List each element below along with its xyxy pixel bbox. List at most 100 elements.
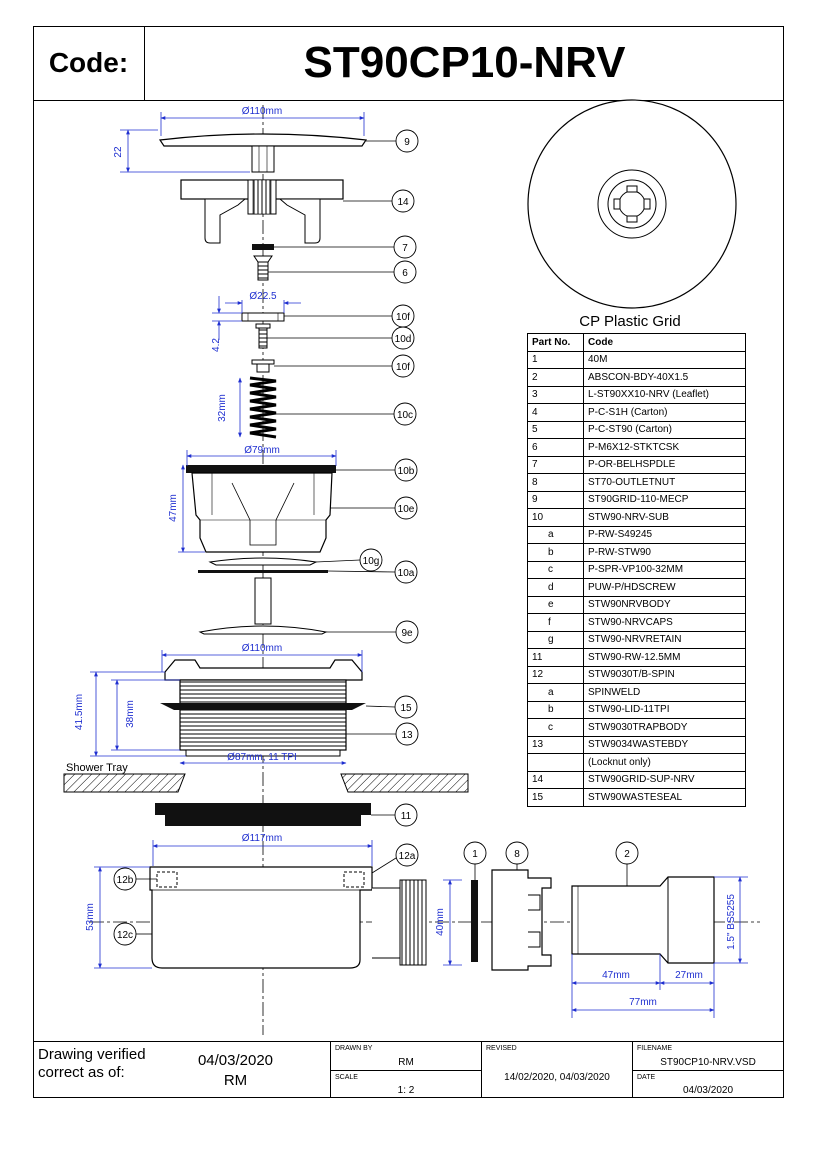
part-code-cell: STW90-NRVRETAIN [583,630,746,649]
part-number-cell: b [527,543,584,562]
connector-part-2 [571,876,715,964]
part-number-cell: 6 [527,438,584,457]
balloon-10b: 10b [398,466,415,477]
part-code-cell: ST90GRID-110-MECP [583,490,746,509]
balloon-2: 2 [624,849,630,860]
part-code-cell: STW90-LID-11TPI [583,700,746,719]
part-code-cell: STW90WASTESEAL [583,788,746,807]
part-code-cell: STW9030TRAPBODY [583,718,746,737]
shower-tray [63,773,469,793]
part-code-cell: P-OR-BELHSPDLE [583,455,746,474]
part-code-cell: P-SPR-VP100-32MM [583,560,746,579]
part-code-cell: STW90-RW-12.5MM [583,648,746,667]
grid-support-part-14 [180,179,344,244]
washer-part-1 [471,880,478,962]
verified-date: 04/03/2020 [197,1052,274,1069]
cp-plastic-grid-plan-view [527,99,737,309]
part-number-cell: 4 [527,403,584,422]
filename-label: FILENAME [637,1045,673,1052]
balloon-13: 13 [401,730,413,741]
part-code-cell: ABSCON-BDY-40X1.5 [583,368,746,387]
dim-d117: Ø117mm [242,833,282,844]
waste-seal-part-15 [160,703,366,710]
washer-part-10a [198,570,328,573]
balloon-14: 14 [397,197,409,208]
footer-title-block: Drawing verified correct as of: 04/03/20… [33,1041,784,1098]
part-number-cell: 13 [527,735,584,754]
date-value: 04/03/2020 [682,1085,734,1096]
dimension-lines [90,112,748,1018]
col-code: Code [583,333,746,352]
dim-h53: 53mm [85,903,96,931]
screw-part-10d [255,323,271,349]
part-number-cell: d [527,578,584,597]
balloon-10g: 10g [363,556,380,567]
revised-label: REVISED [486,1045,517,1052]
part-code-cell: STW9030T/B-SPIN [583,665,746,684]
part-number-cell: c [527,718,584,737]
parts-table-row: (Locknut only) [527,753,746,772]
drawn-scale-cell: DRAWN BY RM SCALE 1: 2 [331,1042,482,1098]
stem-part-9e [198,577,328,635]
balloon-12a: 12a [399,851,416,862]
dim-d110-top: Ø110mm [242,106,282,117]
part-number-cell: 7 [527,455,584,474]
dim-h32: 32mm [217,394,228,422]
part-code-cell: STW90GRID-SUP-NRV [583,770,746,789]
balloon-8: 8 [514,849,520,860]
part-number-cell: 11 [527,648,584,667]
dim-d87: Ø87mm, 11 TPI [227,752,297,763]
part-number-cell: b [527,700,584,719]
dim-d22-5: Ø22.5 [249,291,277,302]
balloon-10d: 10d [395,334,412,345]
seal-part-10b [186,465,336,473]
scale-label: SCALE [335,1074,358,1081]
balloon-9e: 9e [401,628,413,639]
balloon-10c: 10c [397,410,413,421]
part-code-cell: (Locknut only) [583,753,746,772]
filename-value: ST90CP10-NRV.VSD [660,1057,756,1068]
shower-tray-label: Shower Tray [66,762,128,774]
o-ring-part-7 [252,244,274,250]
scale-value: 1: 2 [397,1085,415,1096]
filename-date-cell: FILENAME ST90CP10-NRV.VSD DATE 04/03/202… [633,1042,784,1098]
verified-cell: Drawing verified correct as of: 04/03/20… [33,1042,331,1098]
washer-part-11 [155,803,371,826]
balloon-15: 15 [400,703,412,714]
drawing-sheet [33,26,784,1098]
part-code-cell: P-M6X12-STKTCSK [583,438,746,457]
dim-h47: 47mm [168,494,179,522]
date-label: DATE [637,1074,656,1081]
part-code-cell: STW90-NRVCAPS [583,613,746,632]
part-code-cell: P-C-S1H (Carton) [583,403,746,422]
leader-lines [136,140,628,935]
revised-cell: REVISED 14/02/2020, 04/03/2020 [482,1042,633,1098]
part-code-cell: STW9034WASTEBDY [583,735,746,754]
balloon-12c: 12c [117,930,133,941]
spring-part-10c [249,376,277,439]
part-number-cell: 5 [527,420,584,439]
dim-h22: 22 [113,146,124,158]
part-code-cell: P-RW-STW90 [583,543,746,562]
title-block: Code: ST90CP10-NRV [33,26,784,101]
part-code-cell: 40M [583,350,746,369]
part-number-cell: 3 [527,385,584,404]
balloon-12b: 12b [117,875,134,886]
